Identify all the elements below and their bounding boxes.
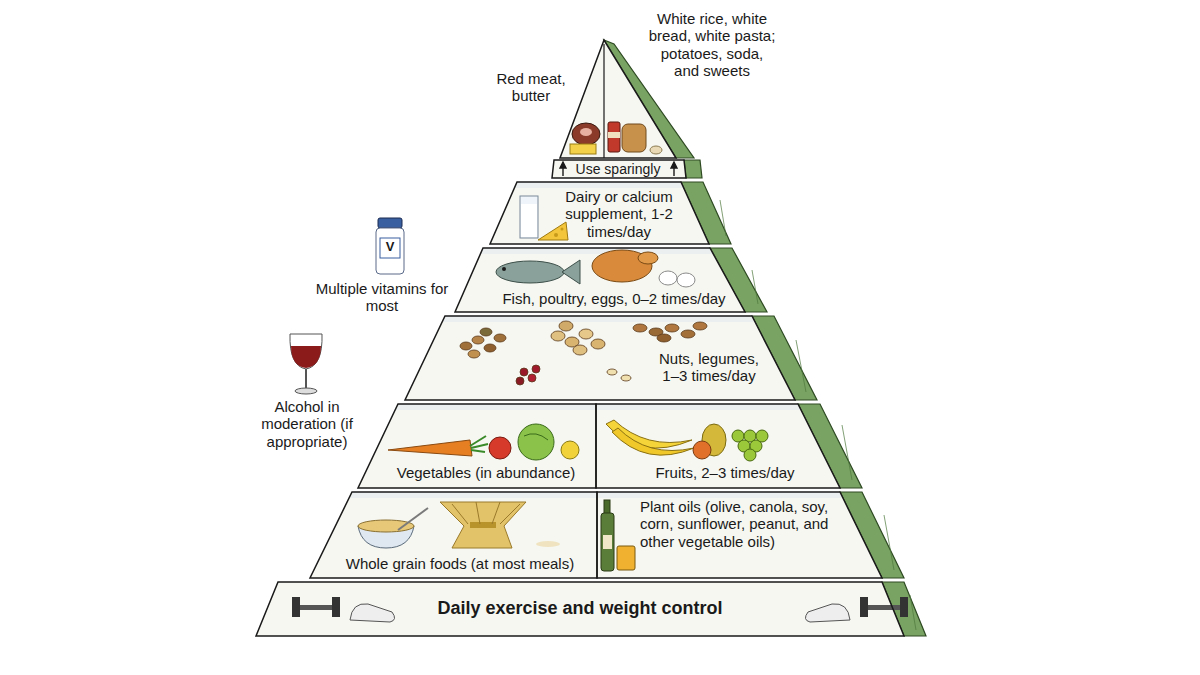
wine-glass bbox=[290, 334, 322, 394]
apex-label: White rice, white bread, white pasta; po… bbox=[648, 10, 776, 79]
side-note: Alcohol in moderation (if appropriate) bbox=[248, 398, 366, 450]
band-shape bbox=[405, 316, 795, 400]
soda-bread-sweets bbox=[608, 122, 662, 154]
band-text: Daily exercise and weight control bbox=[400, 598, 760, 619]
protein-band: Fish, poultry, eggs, 0–2 times/day bbox=[455, 248, 745, 312]
fish-chicken-eggs bbox=[496, 250, 695, 287]
side-note: Multiple vitamins for most bbox=[312, 280, 452, 315]
milk-cheese bbox=[520, 196, 568, 240]
band-text: Nuts, legumes, 1–3 times/day bbox=[655, 350, 763, 385]
apex-outline bbox=[560, 40, 676, 158]
band-text: Fruits, 2–3 times/day bbox=[625, 464, 825, 481]
band-shape bbox=[552, 160, 686, 178]
apex-divider bbox=[603, 44, 604, 158]
band-shape bbox=[256, 582, 904, 636]
vegetables bbox=[388, 424, 579, 460]
bottle-mark: V bbox=[382, 240, 398, 255]
red-meat-butter bbox=[570, 123, 600, 154]
exercise-band: Daily exercise and weight control bbox=[256, 582, 904, 636]
oil-bottles bbox=[601, 500, 635, 571]
band-shape bbox=[455, 248, 745, 312]
front-faces bbox=[256, 40, 904, 636]
vegetables-cell: Vegetables (in abundance) bbox=[358, 404, 596, 488]
band-text: Plant oils (olive, canola, soy, corn, su… bbox=[640, 498, 838, 550]
band-text: Use sparingly bbox=[566, 161, 670, 177]
band-shape bbox=[358, 404, 596, 488]
band-text: Fish, poultry, eggs, 0–2 times/day bbox=[490, 290, 738, 307]
vitamin-bottle bbox=[376, 218, 404, 274]
oils-cell: Plant oils (olive, canola, soy, corn, su… bbox=[597, 492, 882, 578]
band-text: Vegetables (in abundance) bbox=[382, 464, 590, 481]
grains bbox=[358, 502, 560, 548]
band-text: Dairy or calcium supplement, 1-2 times/d… bbox=[558, 188, 680, 240]
band-shape bbox=[596, 404, 840, 488]
sparingly-band: Use sparingly bbox=[552, 160, 686, 178]
face-shading bbox=[349, 182, 843, 498]
fruits-cell: Fruits, 2–3 times/day bbox=[596, 404, 840, 488]
band-shape bbox=[490, 182, 709, 244]
band-shape bbox=[597, 492, 882, 578]
grains-cell: Whole grain foods (at most meals) bbox=[310, 492, 597, 578]
dumbbells-shoes bbox=[292, 597, 908, 622]
band-shape bbox=[310, 492, 597, 578]
nuts-band: Nuts, legumes, 1–3 times/day bbox=[405, 316, 795, 400]
band-text: Whole grain foods (at most meals) bbox=[330, 555, 590, 572]
apex-label: Red meat, butter bbox=[488, 70, 574, 105]
dairy-band: Dairy or calcium supplement, 1-2 times/d… bbox=[490, 182, 709, 244]
fruits bbox=[606, 420, 768, 461]
